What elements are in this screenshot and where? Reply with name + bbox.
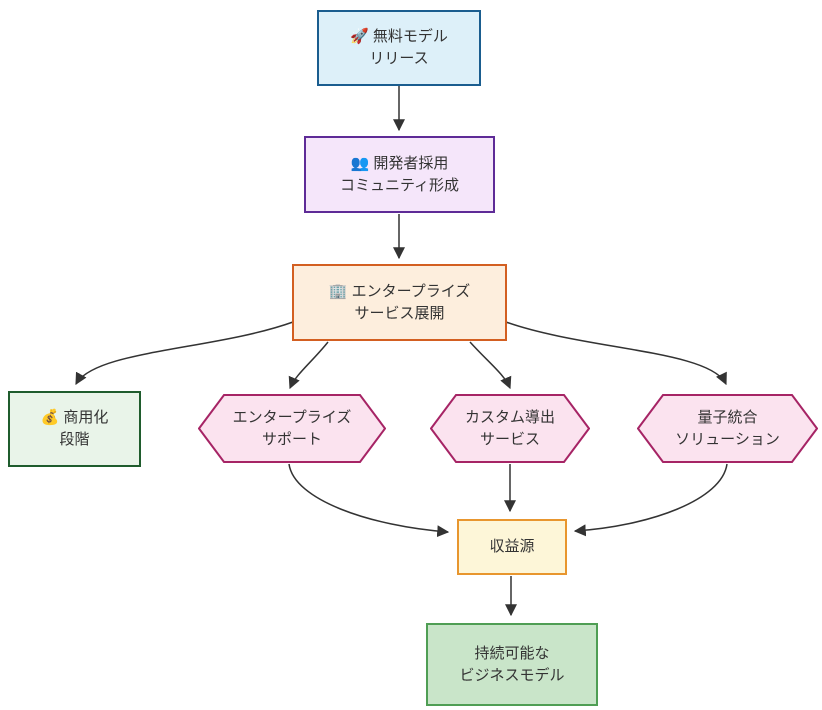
edge-enterprise-to-quantum [505, 321, 727, 386]
node-label-line1: エンタープライズ [232, 408, 352, 426]
edge-support-to-revenue [288, 463, 450, 538]
node-label-line1: 🏢 エンタープライズ [328, 282, 471, 300]
hexagon-shape [637, 394, 818, 463]
node-label-line2: サポート [261, 430, 322, 448]
node-custom-derivation: カスタム導出 サービス [430, 394, 590, 463]
node-label-line2: サービス展開 [354, 304, 445, 322]
node-label-line1: 収益源 [489, 538, 535, 555]
node-label-line2: コミュニティ形成 [339, 176, 460, 194]
node-quantum-integration: 量子統合 ソリューション [637, 394, 818, 463]
node-label-line1: 👥 開発者採用 [350, 154, 449, 172]
node-free-model-release: 🚀 無料モデル リリース [317, 10, 481, 86]
node-sustainable-business: 持続可能な ビジネスモデル [426, 623, 598, 706]
node-label-line2: リリース [369, 50, 429, 67]
node-label-line1: 量子統合 [697, 408, 758, 426]
node-label-line1: 🚀 無料モデル [350, 28, 448, 45]
hexagon-shape [198, 394, 386, 463]
node-label-line2: ビジネスモデル [459, 666, 565, 684]
edge-enterprise-to-commercialization [75, 321, 294, 386]
node-label-line1: カスタム導出 [464, 408, 555, 426]
node-enterprise-service: 🏢 エンタープライズ サービス展開 [292, 264, 507, 341]
node-label-line2: 段階 [59, 431, 90, 448]
edge-enterprise-to-support [288, 341, 329, 390]
edge-quantum-to-revenue [573, 463, 728, 537]
node-label-line1: 💰 商用化 [40, 409, 109, 426]
node-label-line2: サービス [479, 430, 540, 448]
edge-enterprise-to-custom [469, 341, 512, 390]
node-developer-adoption: 👥 開発者採用 コミュニティ形成 [304, 136, 495, 213]
hexagon-shape [430, 394, 590, 463]
node-enterprise-support: エンタープライズ サポート [198, 394, 386, 463]
node-revenue-source: 収益源 [457, 519, 567, 575]
node-commercialization: 💰 商用化 段階 [8, 391, 141, 467]
node-label-line2: ソリューション [675, 430, 780, 448]
node-label-line1: 持続可能な [474, 644, 550, 662]
